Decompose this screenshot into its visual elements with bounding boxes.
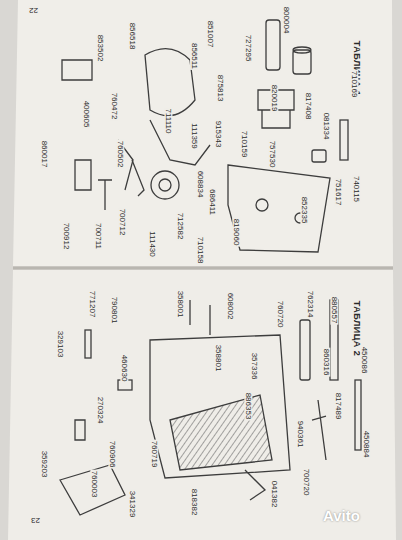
part-number: 727295: [244, 34, 252, 63]
part-number: 820019: [270, 84, 278, 113]
part-number: 760719: [150, 440, 158, 469]
part-number: 041382: [270, 480, 278, 509]
part-number: 700711: [94, 222, 102, 250]
part-number: 740115: [352, 175, 360, 203]
part-number: 270324: [96, 396, 104, 425]
part-number: 711110: [164, 108, 172, 135]
part-number: 608002: [226, 292, 234, 321]
part-number: 886353: [244, 392, 252, 421]
part-number: 853502: [96, 34, 104, 63]
part-number: 817489: [334, 392, 342, 421]
part-number: 358801: [214, 344, 222, 373]
part-number: 762314: [306, 290, 314, 319]
part-number: 771207: [88, 290, 96, 319]
part-number: 856518: [128, 22, 136, 51]
part-number: 751617: [334, 178, 342, 207]
part-number: 400605: [82, 100, 90, 129]
part-number: 875813: [216, 74, 224, 103]
part-number: 450884: [362, 430, 370, 459]
part-number: 111430: [148, 230, 156, 258]
part-number: 800004: [282, 6, 290, 35]
part-number: 710159: [240, 130, 248, 159]
part-number: 757530: [268, 140, 276, 169]
part-number: 819060: [232, 218, 240, 247]
part-number: 860316: [322, 348, 330, 377]
part-number: 357336: [250, 352, 258, 381]
part-number: 111359: [190, 122, 198, 150]
part-number: 700912: [62, 222, 70, 251]
part-number: 700720: [302, 468, 310, 497]
part-number: 700712: [118, 208, 126, 237]
part-number: 880557: [330, 296, 338, 325]
page-number: 22: [28, 6, 39, 14]
part-number: 760003: [90, 470, 98, 499]
part-number: 760502: [116, 140, 124, 169]
part-number: 081334: [322, 112, 330, 141]
watermark: Avito: [322, 508, 361, 523]
part-number: 760472: [110, 92, 118, 121]
part-number: 856511: [190, 42, 198, 70]
part-number: 860017: [40, 140, 48, 169]
part-number: 940361: [296, 420, 304, 449]
part-number: 608834: [196, 170, 204, 199]
part-number: 358001: [176, 290, 184, 319]
part-number: 712582: [176, 212, 184, 241]
part-number: 359203: [40, 450, 48, 479]
part-number: 818382: [190, 488, 198, 517]
part-number: 341329: [128, 490, 136, 519]
part-number: 710169: [350, 70, 358, 99]
part-number: 790801: [110, 296, 118, 325]
part-number: 760906: [108, 440, 116, 469]
page-number: 23: [30, 516, 41, 524]
part-number: 851007: [206, 20, 214, 49]
part-number: 460630: [120, 354, 128, 383]
part-number: 329103: [56, 330, 64, 359]
part-number: 915343: [214, 120, 222, 149]
part-number: 852335: [300, 196, 308, 225]
part-number: 710158: [196, 236, 204, 265]
part-number: 450086: [360, 346, 368, 375]
part-number: 817408: [304, 92, 312, 121]
part-number: 686411: [208, 188, 216, 216]
part-number: 760720: [276, 300, 284, 329]
